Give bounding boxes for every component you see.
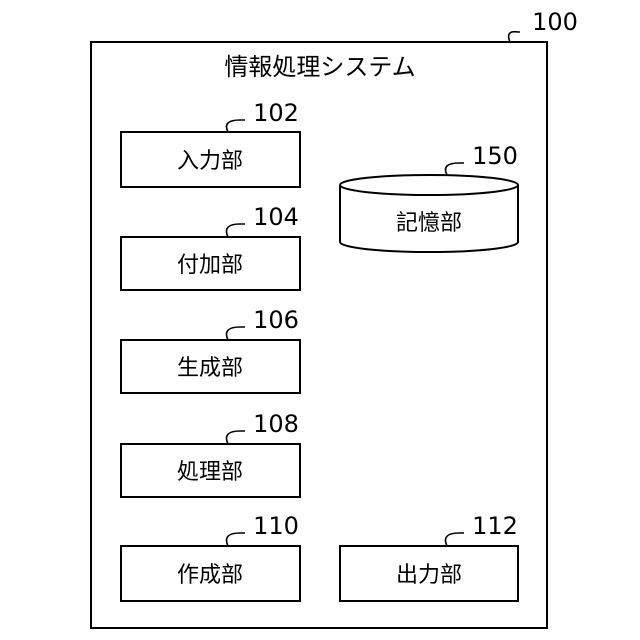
add-unit-leader (227, 224, 246, 237)
storage-leader (446, 163, 465, 175)
storage-cylinder-top (340, 175, 518, 195)
process-unit-leader (227, 431, 246, 444)
output-unit-label: 出力部 (396, 563, 462, 588)
storage-label: 記憶部 (396, 211, 462, 236)
input-unit-ref: 102 (253, 99, 299, 127)
create-unit-ref: 110 (253, 512, 299, 540)
create-unit-leader (227, 533, 246, 546)
system-ref-number: 100 (532, 8, 578, 36)
generate-unit-leader (227, 327, 246, 340)
system-frame (91, 42, 547, 628)
process-unit-ref: 108 (253, 410, 299, 438)
system-title: 情報処理システム (224, 53, 415, 81)
generate-unit-ref: 106 (253, 306, 299, 334)
system-ref-leader (509, 32, 520, 42)
output-unit-ref: 112 (472, 512, 518, 540)
input-unit-label: 入力部 (177, 149, 243, 174)
generate-unit-label: 生成部 (177, 356, 243, 381)
create-unit-label: 作成部 (177, 563, 243, 588)
add-unit-ref: 104 (253, 203, 299, 231)
storage-ref: 150 (472, 142, 518, 170)
process-unit-label: 処理部 (177, 460, 243, 485)
add-unit-label: 付加部 (177, 253, 243, 278)
output-unit-leader (446, 533, 465, 546)
input-unit-leader (227, 120, 246, 132)
